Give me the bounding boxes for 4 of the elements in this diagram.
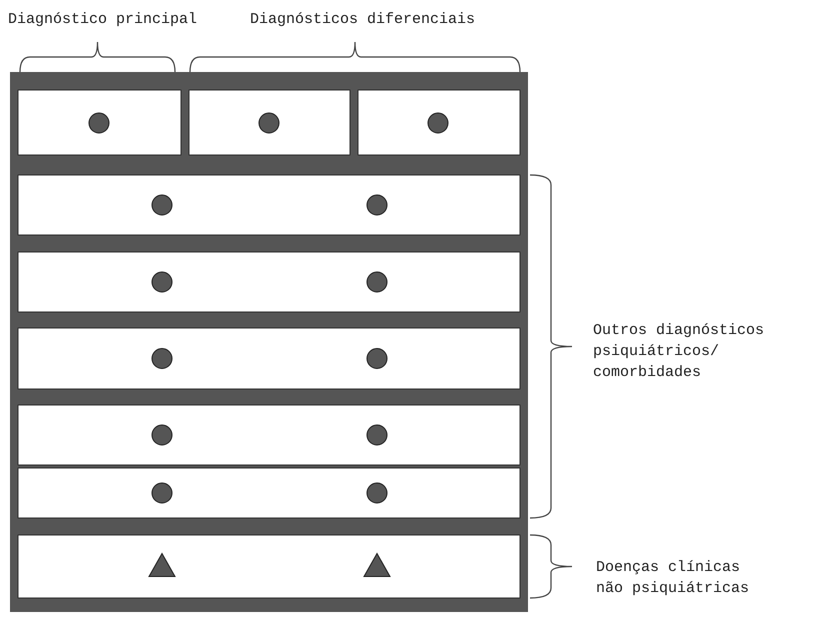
bracket-label: Doenças clínicas não psiquiátricas [596, 558, 750, 599]
bracket-label: Outros diagnósticos psiquiátricos/ comorbidades [593, 321, 764, 383]
bracket-label: Diagnósticos diferenciais [250, 10, 476, 30]
bracket-label: Diagnóstico principal [8, 10, 198, 30]
